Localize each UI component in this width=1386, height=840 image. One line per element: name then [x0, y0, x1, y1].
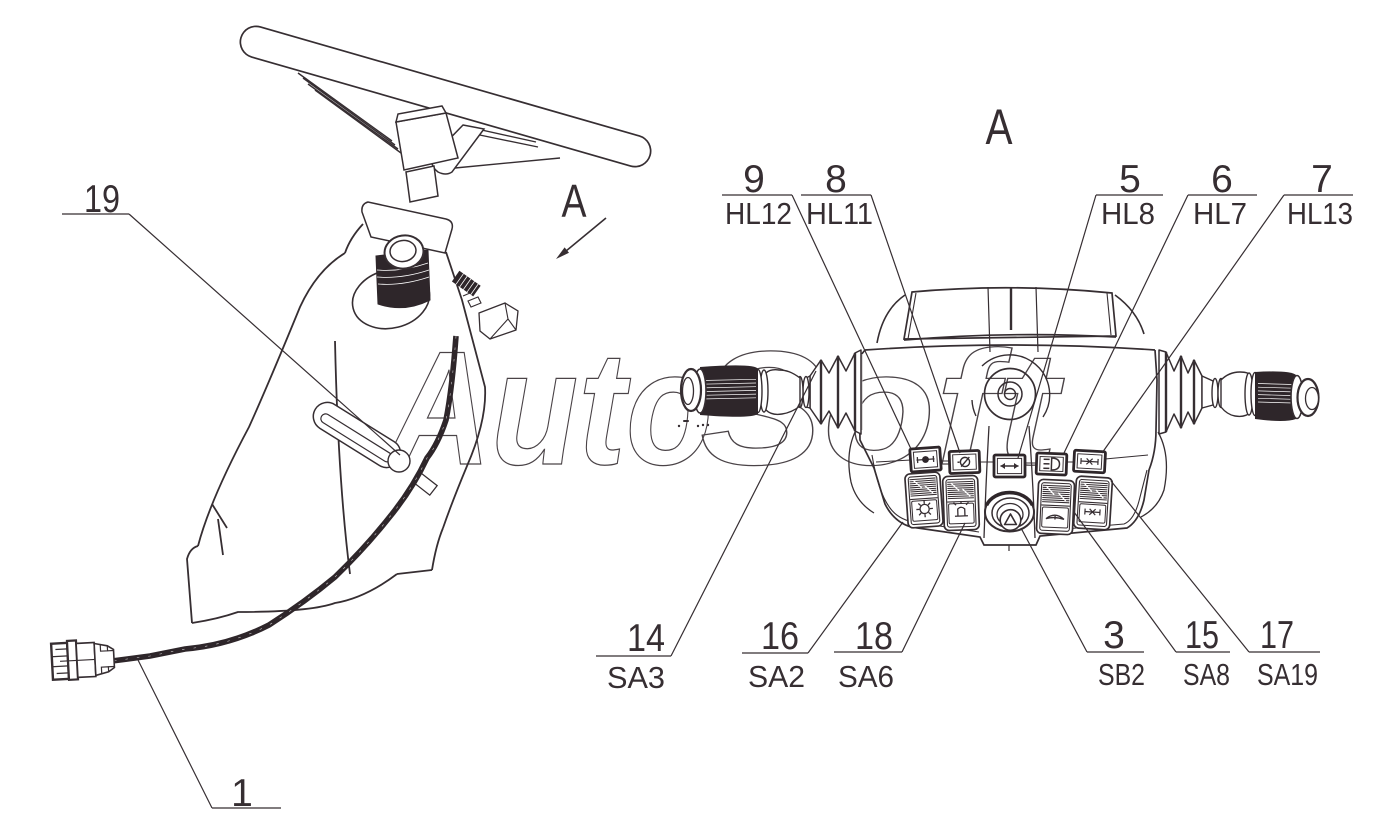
svg-text:7: 7 — [1311, 158, 1333, 201]
svg-text:16: 16 — [761, 615, 799, 658]
svg-text:3: 3 — [1103, 614, 1125, 657]
svg-text:A: A — [986, 99, 1014, 155]
svg-text:14: 14 — [627, 617, 665, 660]
svg-text:SA3: SA3 — [607, 660, 665, 695]
svg-text:HL11: HL11 — [806, 196, 873, 231]
svg-text:SA8: SA8 — [1183, 657, 1230, 692]
svg-text:6: 6 — [1211, 158, 1233, 201]
svg-text:19: 19 — [84, 178, 120, 221]
svg-text:SA2: SA2 — [748, 659, 805, 694]
svg-text:Auto: Auto — [384, 318, 713, 499]
svg-text:5: 5 — [1119, 158, 1141, 201]
svg-text:9: 9 — [743, 158, 765, 201]
svg-text:A: A — [562, 175, 587, 227]
svg-text:HL7: HL7 — [1193, 196, 1247, 231]
svg-text:17: 17 — [1260, 614, 1294, 657]
svg-text:8: 8 — [825, 158, 847, 201]
svg-text:1: 1 — [231, 772, 253, 815]
svg-text:SA6: SA6 — [838, 659, 894, 694]
svg-text:18: 18 — [855, 615, 893, 658]
svg-text:SA19: SA19 — [1257, 657, 1318, 692]
svg-text:HL12: HL12 — [725, 196, 792, 231]
svg-text:HL8: HL8 — [1101, 196, 1155, 231]
svg-text:SB2: SB2 — [1098, 657, 1145, 692]
svg-text:15: 15 — [1185, 614, 1219, 657]
svg-text:HL13: HL13 — [1287, 196, 1353, 231]
